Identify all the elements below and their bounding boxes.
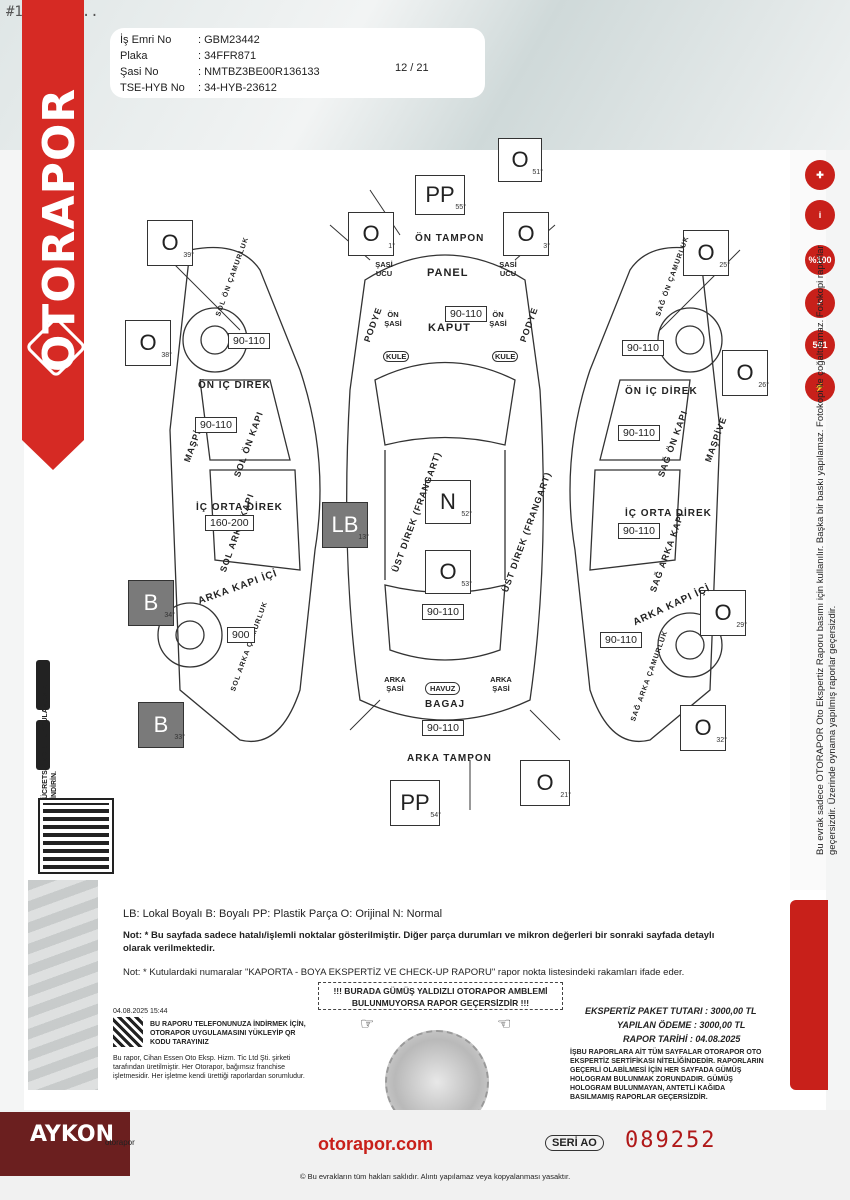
label-arka-sasi-left: ARKA ŞASİ [384, 675, 406, 693]
info-row-plaka: Plaka: 34FFR871 [120, 50, 257, 62]
label-right-ic-orta-direk: İÇ ORTA DİREK [625, 508, 712, 519]
footer [0, 1110, 850, 1200]
brand-band-tip [22, 440, 84, 470]
label-arka-sasi-right: ARKA ŞASİ [490, 675, 512, 693]
label-kule-right: KULE [492, 351, 519, 362]
hologram-warning: !!! BURADA GÜMÜŞ YALDIZLI OTORAPOR AMBLE… [318, 982, 563, 1010]
payment-date: RAPOR TARİHİ : 04.08.2025 [623, 1034, 741, 1044]
warning-line-1: !!! BURADA GÜMÜŞ YALDIZLI OTORAPOR AMBLE… [333, 986, 548, 996]
app-qr-code[interactable] [38, 798, 114, 874]
label-sasi-ucu-right: ŞASİ UCU [499, 260, 517, 278]
payment-paid: YAPILAN ÖDEME : 3000,00 TL [617, 1020, 746, 1030]
app-download-note: ÜCRETSİZ MOBİL UYGULAMAMIZI İNDİRİN. [42, 683, 58, 799]
thickness-bagaj: 90-110 [422, 720, 464, 736]
footer-small-brand: otorapor [105, 1138, 135, 1147]
info-row-sasi: Şasi No: NMTBZ3BE00R136133 [120, 66, 320, 78]
thickness-sag-on-camurluk: 90-110 [622, 340, 664, 356]
shield-badge-icon: ✚ [805, 160, 835, 190]
thickness-sol-on-kapi: 90-110 [195, 417, 237, 433]
vehicle-info-card: İş Emri No: GBM23442 Plaka: 34FFR871 Şas… [110, 28, 485, 98]
label-left-on-ic-direk: ÖN İÇ DİREK [198, 380, 271, 391]
check-badge-icon: ✓ [805, 288, 835, 318]
label-kule-left: KULE [383, 351, 410, 362]
note-2: Not: * Kutulardaki numaralar "KAPORTA - … [123, 967, 685, 978]
sponsor-logo: AYKON [30, 1122, 115, 1147]
warning-line-2: BULUNMUYORSA RAPOR GEÇERSİZDİR !!! [351, 998, 530, 1008]
website-link[interactable]: otorapor.com [318, 1134, 434, 1154]
label-sasi-ucu-left: ŞASİ UCU [375, 260, 393, 278]
thickness-sag-arka-kapi: 90-110 [618, 523, 660, 539]
report-qr-code[interactable] [113, 1017, 143, 1047]
payment-package: EKSPERTİZ PAKET TUTARI : 3000,00 TL [585, 1006, 757, 1016]
hand-left-icon: ☞ [360, 1016, 375, 1033]
thickness-sol-arka-camurluk: 900 [227, 627, 255, 643]
copyright-note: © Bu evrakların tüm hakları saklıdır. Al… [300, 1172, 571, 1181]
brand-band [22, 0, 84, 440]
right-chevron-band [790, 900, 828, 1090]
app-store-icon[interactable] [36, 660, 50, 710]
label-rear-bumper: ARKA TAMPON [407, 753, 492, 764]
validity-note: İŞBU RAPORLARA AİT TÜM SAYFALAR OTORAPOR… [570, 1049, 764, 1101]
series-badge: SERİ AO [545, 1135, 604, 1151]
paper-body [24, 150, 826, 1110]
sponsor-block [0, 1112, 130, 1176]
label-havuz: HAVUZ [425, 682, 461, 695]
label-on-sasi-left: ÖN ŞASİ [384, 310, 402, 328]
thickness-sol-arka-kapi: 160-200 [205, 515, 254, 531]
percent-badge: %100 [805, 245, 835, 275]
left-chevron-pattern [28, 880, 98, 1090]
label-on-sasi-right: ÖN ŞASİ [489, 310, 507, 328]
label-front-bumper: ÖN TAMPON [415, 233, 485, 244]
label-right-on-ic-direk: ÖN İÇ DİREK [625, 386, 698, 397]
serial-number: 089252 [625, 1128, 717, 1153]
thickness-sag-arka-camurluk: 90-110 [600, 632, 642, 648]
legend: LB: Lokal Boyalı B: Boyalı PP: Plastik P… [123, 908, 443, 920]
thickness-sag-on-kapi: 90-110 [618, 425, 660, 441]
info-row-isemri: İş Emri No: GBM23442 [120, 34, 260, 46]
car-outline-drawing [157, 189, 741, 810]
vertical-disclaimer: Bu evrak sadece OTORAPOR Oto Ekspertiz R… [815, 245, 838, 855]
thickness-kaput: 90-110 [445, 306, 487, 322]
google-play-icon[interactable] [36, 720, 50, 770]
label-kaput: KAPUT [428, 322, 471, 334]
bolt-badge-icon: ⚡ [805, 372, 835, 402]
label-left-ic-orta-direk: İÇ ORTA DİREK [196, 502, 283, 513]
label-bagaj: BAGAJ [425, 699, 466, 710]
print-datetime: 04.08.2025 15:44 [113, 1008, 168, 1015]
qr-instructions: BU RAPORU TELEFONUNUZA İNDİRMEK İÇİN, OT… [150, 1021, 306, 1046]
info-badge-icon: i [805, 200, 835, 230]
info-row-tse: TSE-HYB No: 34-HYB-23612 [120, 82, 277, 94]
label-panel: PANEL [427, 267, 469, 279]
thickness-sol-on-camurluk: 90-110 [228, 333, 270, 349]
note-1: Not: * Bu sayfada sadece hatalı/işlemli … [123, 930, 715, 954]
hand-right-icon: ☜ [497, 1016, 512, 1033]
count-badge: 501 [805, 330, 835, 360]
producer-note: Bu rapor, Cihan Essen Oto Eksp. Hizm. Ti… [113, 1055, 305, 1080]
page-number: 12 / 21 [395, 62, 429, 74]
thickness-tavan: 90-110 [422, 604, 464, 620]
